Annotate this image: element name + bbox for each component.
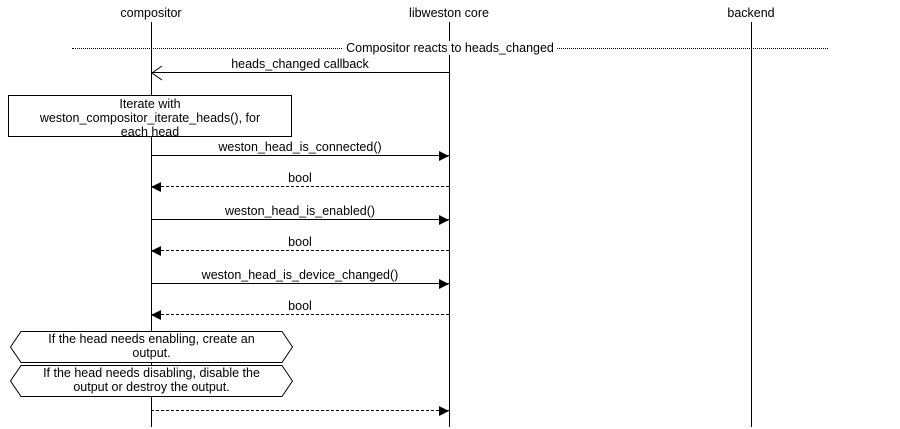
lifeline-compositor (151, 22, 152, 427)
arrowhead-weston-head-is-connected (439, 151, 449, 161)
participant-libweston-core: libweston core (409, 6, 489, 20)
disable-output-fragment-label: If the head needs disabling, disable the… (43, 366, 260, 394)
message-label-bool-device-changed: bool (288, 299, 312, 313)
arrowhead-return-to-core (439, 406, 449, 416)
note-iterate-heads: Iterate with weston_compositor_iterate_h… (8, 95, 292, 139)
divider-label: Compositor reacts to heads_changed (343, 41, 557, 55)
arrowhead-weston-head-is-device-changed (439, 279, 449, 289)
arrowhead-heads-changed-callback (151, 65, 163, 81)
message-line-bool-connected (151, 186, 449, 187)
participant-compositor: compositor (120, 6, 182, 20)
message-line-weston-head-is-device-changed (151, 283, 449, 284)
message-label-bool-enabled: bool (288, 235, 312, 249)
create-output-fragment-label: If the head needs enabling, create an ou… (48, 332, 255, 360)
message-line-return-to-core (151, 410, 449, 411)
message-label-heads-changed-callback: heads_changed callback (231, 57, 369, 71)
message-line-weston-head-is-connected (151, 155, 449, 156)
message-label-weston-head-is-enabled: weston_head_is_enabled() (224, 204, 376, 218)
lifeline-backend (751, 22, 752, 427)
disable-output-fragment: If the head needs disabling, disable the… (10, 365, 293, 397)
arrowhead-bool-device-changed (151, 310, 161, 320)
message-label-weston-head-is-connected: weston_head_is_connected() (218, 140, 382, 154)
message-line-weston-head-is-enabled (151, 219, 449, 220)
participant-backend: backend (727, 6, 775, 20)
message-line-bool-device-changed (151, 314, 449, 315)
arrowhead-bool-enabled (151, 246, 161, 256)
message-line-bool-enabled (151, 250, 449, 251)
message-line-heads-changed-callback (151, 72, 449, 73)
lifeline-libweston-core (449, 22, 450, 427)
arrowhead-bool-connected (151, 182, 161, 192)
create-output-fragment: If the head needs enabling, create an ou… (10, 331, 293, 363)
arrowhead-weston-head-is-enabled (439, 215, 449, 225)
message-label-bool-connected: bool (288, 171, 312, 185)
message-label-weston-head-is-device-changed: weston_head_is_device_changed() (201, 268, 399, 282)
